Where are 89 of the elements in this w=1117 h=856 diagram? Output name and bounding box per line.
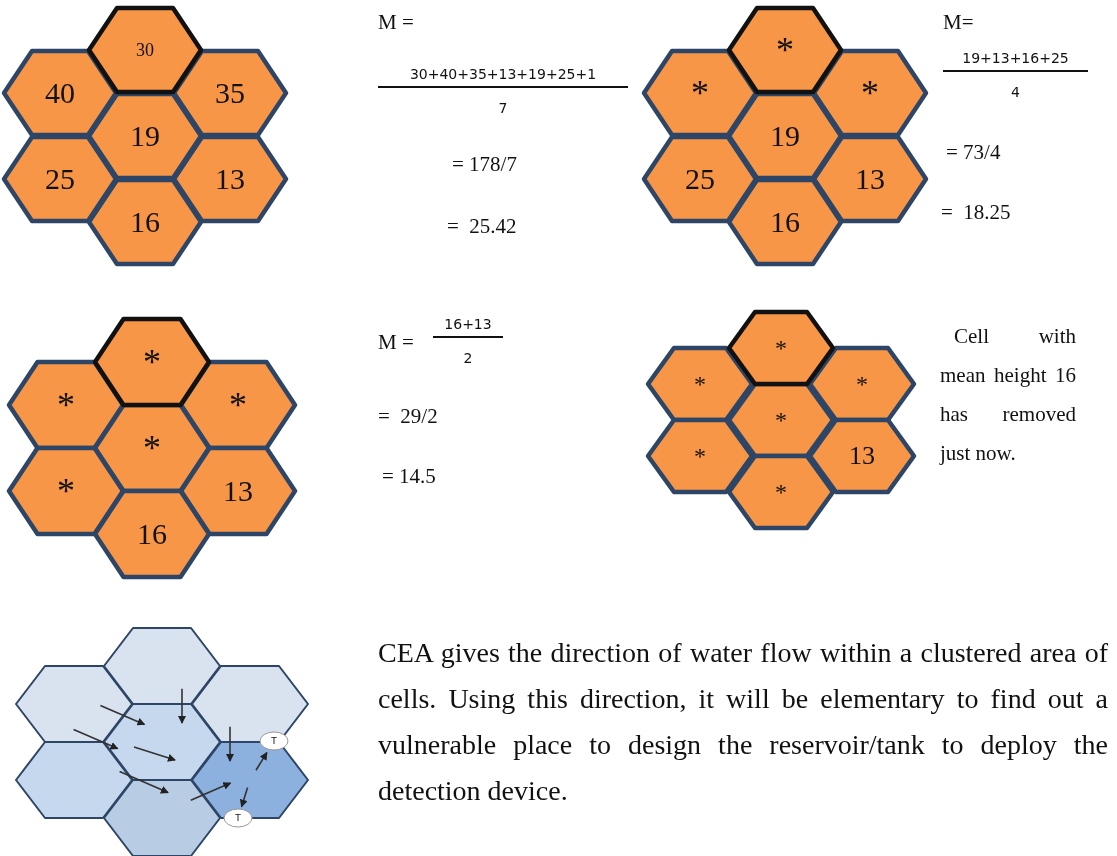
hexagon-cell: [16, 742, 132, 818]
hexagon-cell: [9, 362, 123, 448]
hexagon-cell: [810, 348, 914, 420]
formula-text: M =: [378, 330, 414, 355]
note-paragraph: Cell with mean height 16 has removed just now.: [940, 323, 1076, 467]
hexagon-cell: [9, 448, 123, 534]
cell-value: 16: [129, 207, 161, 237]
cell-value: *: [56, 473, 76, 509]
cell-value: 25: [684, 164, 716, 194]
cell-value: 13: [854, 164, 886, 194]
cell-value: *: [142, 344, 162, 380]
cell-value: *: [855, 372, 869, 396]
cell-value: *: [774, 480, 788, 504]
hexagon-cell: [814, 137, 926, 221]
flow-arrow: [226, 726, 234, 762]
cell-value: 19: [129, 121, 161, 151]
hexagon-cell: [89, 8, 201, 92]
flow-arrow: [190, 782, 232, 801]
flow-arrow: [99, 704, 146, 726]
formula-text: = 178/7: [452, 152, 517, 177]
fraction-numerator: 16+13: [433, 316, 503, 338]
formula-text: M =: [378, 10, 414, 35]
hexagon-cell: [181, 448, 295, 534]
cell-value: 13: [214, 164, 246, 194]
cell-value: *: [774, 408, 788, 432]
cell-value: 40: [44, 78, 76, 108]
cell-value: *: [693, 372, 707, 396]
fraction-denominator: 7: [497, 100, 509, 116]
cell-value: 30: [135, 41, 155, 59]
hexagon-cell: [729, 8, 841, 92]
cell-value: *: [690, 75, 710, 111]
formula-text: = 25.42: [447, 214, 517, 239]
cell-value: 25: [44, 164, 76, 194]
description-paragraph: CEA gives the direction of water flow within a clustered area of cells. Using this direction, it will be elementary to find out a vulnerable place to design the reservoir/tank to deploy the detection device.: [378, 636, 1108, 808]
hexagon-cell: [4, 51, 116, 135]
hexagon-cell: [729, 456, 833, 528]
cell-value: 16: [136, 519, 168, 549]
hexagon-cell: [729, 94, 841, 178]
hexagon-cell: [729, 312, 833, 384]
circle-label: T: [270, 736, 278, 746]
flow-arrow: [255, 751, 268, 772]
fraction-denominator: 2: [462, 350, 474, 366]
hexagon-cell: [644, 137, 756, 221]
hexagon-cell: [95, 491, 209, 577]
flow-arrow: [239, 786, 249, 808]
cell-value: *: [693, 444, 707, 468]
hexagon-cell: [104, 704, 220, 780]
cell-value: *: [775, 32, 795, 68]
cell-value: 19: [769, 121, 801, 151]
formula-text: = 18.25: [941, 200, 1011, 225]
cell-value: *: [228, 387, 248, 423]
marker-circle: [259, 731, 289, 751]
flow-arrow: [118, 770, 169, 794]
cell-value: 13: [222, 476, 254, 506]
hexagon-cell: [89, 180, 201, 264]
formula-text: = 73/4: [946, 140, 1001, 165]
hexagon-cell: [174, 137, 286, 221]
hexagon-cell: [174, 51, 286, 135]
flow-arrow: [72, 728, 119, 750]
cell-value: 16: [769, 207, 801, 237]
hexagon-cell: [648, 420, 752, 492]
cell-value: *: [860, 75, 880, 111]
fraction-numerator: 19+13+16+25: [943, 50, 1088, 72]
hexagon-cell: [192, 666, 308, 742]
cell-value: 35: [214, 78, 246, 108]
flow-arrow: [178, 688, 186, 724]
formula-text: M=: [943, 10, 974, 35]
hexagon-cell: [181, 362, 295, 448]
hexagon-cell: [729, 180, 841, 264]
hexagon-cell: [648, 348, 752, 420]
cell-value: *: [774, 336, 788, 360]
fraction-numerator: 30+40+35+13+19+25+1: [378, 66, 628, 88]
hexagon-cell: [814, 51, 926, 135]
fraction-denominator: 4: [1010, 84, 1021, 100]
marker-circle: [223, 808, 253, 828]
hexagon-cell: [4, 137, 116, 221]
formula-text: = 14.5: [382, 464, 436, 489]
cell-value: 13: [848, 443, 876, 469]
hexagon-cell: [16, 666, 132, 742]
circle-label: T: [234, 813, 242, 823]
hexagon-cell: [104, 780, 220, 856]
cell-value: *: [142, 430, 162, 466]
hexagon-cell: [95, 319, 209, 405]
hexagon-cell: [644, 51, 756, 135]
hexagon-cell: [89, 94, 201, 178]
hexagon-cell: [104, 628, 220, 704]
cell-value: *: [56, 387, 76, 423]
formula-text: = 29/2: [378, 404, 438, 429]
hexagon-cell: [810, 420, 914, 492]
